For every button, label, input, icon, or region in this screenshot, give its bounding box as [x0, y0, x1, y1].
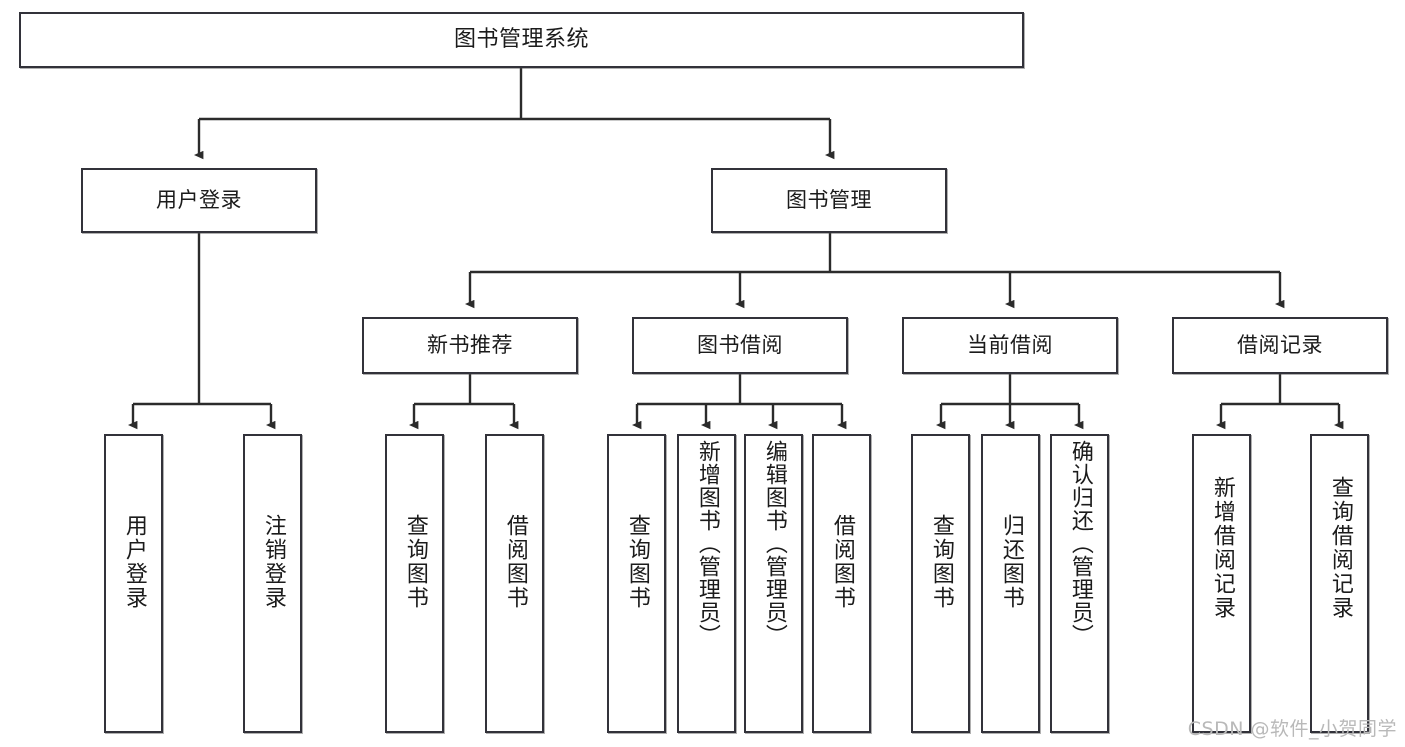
- leaf-borrow-book-recommend[interactable]: 借阅图书: [485, 434, 544, 733]
- node-current-borrow[interactable]: 当前借阅: [902, 317, 1118, 374]
- node-label: 查询图书: [402, 514, 428, 610]
- leaf-query-book-current[interactable]: 查询图书: [911, 434, 970, 733]
- node-book-management[interactable]: 图书管理: [711, 168, 947, 233]
- leaf-add-book-admin[interactable]: 新增图书（管理员）: [677, 434, 736, 733]
- node-label: 归还图书: [998, 514, 1024, 610]
- node-label: 图书管理: [786, 188, 872, 213]
- leaf-query-borrow-record[interactable]: 查询借阅记录: [1310, 434, 1369, 733]
- node-label: 当前借阅: [967, 333, 1053, 358]
- node-label: 图书借阅: [697, 333, 783, 358]
- node-label: 新增借阅记录: [1209, 476, 1235, 620]
- node-label: 查询借阅记录: [1327, 476, 1353, 620]
- node-label: 借阅记录: [1237, 333, 1323, 358]
- node-borrow-record[interactable]: 借阅记录: [1172, 317, 1388, 374]
- leaf-user-login[interactable]: 用户登录: [104, 434, 163, 733]
- node-user-login[interactable]: 用户登录: [81, 168, 317, 233]
- node-label: 查询图书: [624, 514, 650, 610]
- leaf-edit-book-admin[interactable]: 编辑图书（管理员）: [744, 434, 803, 733]
- node-label: 借阅图书: [829, 514, 855, 610]
- leaf-borrow-book[interactable]: 借阅图书: [812, 434, 871, 733]
- node-label: 新书推荐: [427, 333, 513, 358]
- leaf-confirm-return-admin[interactable]: 确认归还（管理员）: [1050, 434, 1109, 733]
- leaf-query-book-recommend[interactable]: 查询图书: [385, 434, 444, 733]
- leaf-query-book-borrow[interactable]: 查询图书: [607, 434, 666, 733]
- node-label: 图书管理系统: [453, 27, 589, 53]
- node-new-book-recommend[interactable]: 新书推荐: [362, 317, 578, 374]
- node-label: 用户登录: [121, 514, 147, 610]
- node-label: 注销登录: [260, 514, 286, 610]
- node-label: 确认归还（管理员）: [1067, 440, 1093, 647]
- watermark-text: CSDN @软件_小贺同学: [1187, 718, 1397, 740]
- node-label: 编辑图书（管理员）: [761, 440, 787, 647]
- node-label: 查询图书: [928, 514, 954, 610]
- leaf-return-book[interactable]: 归还图书: [981, 434, 1040, 733]
- node-label: 用户登录: [156, 188, 242, 213]
- node-book-borrow[interactable]: 图书借阅: [632, 317, 848, 374]
- leaf-add-borrow-record[interactable]: 新增借阅记录: [1192, 434, 1251, 733]
- node-label: 新增图书（管理员）: [694, 440, 720, 647]
- leaf-user-logout[interactable]: 注销登录: [243, 434, 302, 733]
- node-root-book-management-system[interactable]: 图书管理系统: [19, 12, 1024, 68]
- node-label: 借阅图书: [502, 514, 528, 610]
